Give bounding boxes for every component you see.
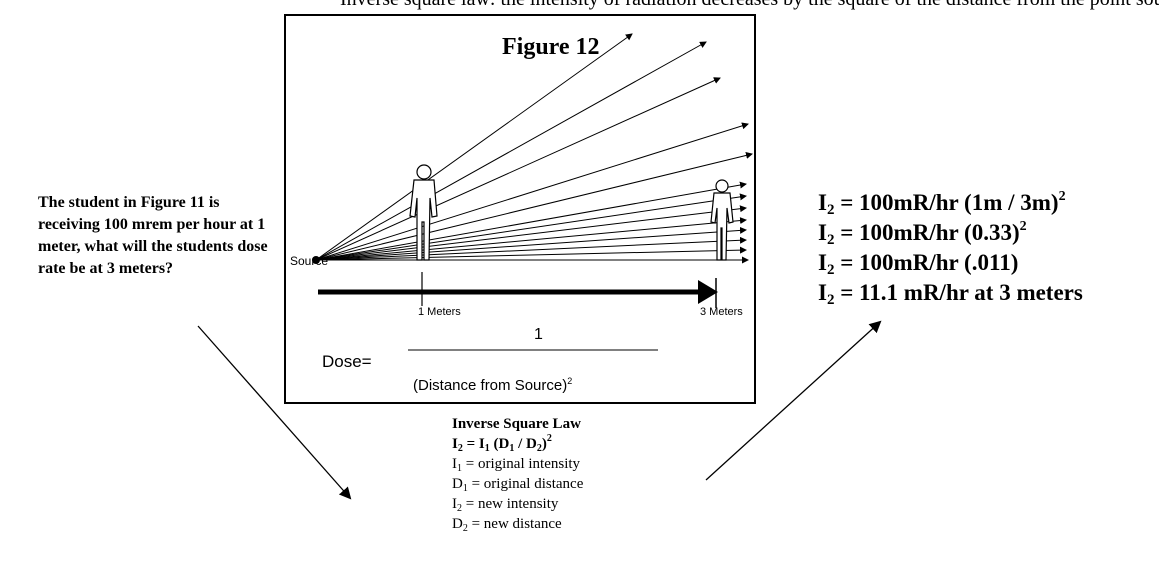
student-near-figure (409, 164, 438, 261)
formula-part: I (478, 436, 485, 452)
definition-text: = new distance (467, 516, 562, 532)
dose-label: Dose= (322, 352, 372, 371)
source-dot (312, 256, 320, 264)
definition-subscript: 1 (457, 463, 462, 474)
distance-arrowhead (698, 280, 718, 304)
calc-line: I2 = 100mR/hr (0.33)2 (818, 218, 1158, 248)
definition-symbol: D (452, 476, 463, 492)
definition-symbol: I (452, 496, 457, 512)
calc-symbol: I (818, 250, 827, 275)
calc-subscript: 2 (826, 262, 835, 278)
student-far-figure (710, 179, 734, 261)
definition-subscript: 2 (462, 523, 468, 534)
formula-part: = (462, 436, 479, 452)
calc-subscript: 2 (826, 232, 835, 248)
dose-numerator: 1 (534, 326, 543, 343)
calc-line: I2 = 11.1 mR/hr at 3 meters (818, 278, 1158, 308)
arrow-question-to-law (197, 325, 352, 500)
formula-part: ( (489, 436, 499, 452)
figure-12-drawing (312, 33, 753, 351)
distance-1-label: 1 Meters (418, 306, 461, 318)
law-definition: I2 = new intensity (452, 494, 732, 514)
calc-symbol: I (818, 190, 827, 215)
law-title: Inverse Square Law (452, 416, 581, 432)
calc-expression: = 11.1 mR/hr at 3 meters (834, 280, 1083, 305)
dose-denominator: (Distance from Source)2 (413, 376, 572, 394)
calc-subscript: 2 (826, 202, 835, 218)
calc-symbol: I (818, 220, 827, 245)
formula-part: ) (541, 436, 547, 452)
calc-subscript: 2 (826, 292, 835, 308)
top-caption: Inverse square law: the intensity of rad… (340, 0, 1159, 10)
distance-3-label: 3 Meters (700, 306, 743, 318)
calc-line: I2 = 100mR/hr (1m / 3m)2 (818, 188, 1158, 218)
calc-exponent: 2 (1058, 189, 1066, 204)
calc-expression: = 100mR/hr (0.33) (834, 220, 1020, 245)
definition-text: = original distance (467, 476, 584, 492)
formula-part: 1 (509, 443, 515, 454)
law-formula: I2 = I1 (D1 / D2)2 (452, 434, 732, 454)
figure-title: Figure 12 (502, 34, 600, 60)
formula-part: 2 (457, 443, 463, 454)
calc-line: I2 = 100mR/hr (.011) (818, 248, 1158, 278)
definition-subscript: 1 (462, 483, 468, 494)
inverse-square-law-block: Inverse Square Law I2 = I1 (D1 / D2)2 I1… (452, 414, 732, 534)
figure-12-panel (284, 14, 756, 404)
formula-part: 2 (546, 433, 552, 444)
source-label: Source (290, 254, 329, 268)
formula-part: D (526, 436, 537, 452)
arrow-law-to-calculation (705, 320, 882, 481)
law-definition: I1 = original intensity (452, 454, 732, 474)
question-text: The student in Figure 11 is receiving 10… (38, 194, 268, 277)
definition-text: = new intensity (462, 496, 559, 512)
formula-part: 1 (484, 443, 490, 454)
dose-denominator-text: (Distance from Source) (413, 377, 568, 394)
definition-symbol: I (452, 456, 457, 472)
calc-expression: = 100mR/hr (1m / 3m) (834, 190, 1059, 215)
formula-part: D (498, 436, 510, 452)
calc-symbol: I (818, 280, 827, 305)
formula-part: 2 (536, 443, 542, 454)
calc-expression: = 100mR/hr (.011) (834, 250, 1019, 275)
definition-subscript: 2 (457, 503, 462, 514)
definition-text: = original intensity (462, 456, 581, 472)
calc-exponent: 2 (1019, 219, 1027, 234)
formula-part: I (452, 436, 458, 452)
law-definition: D1 = original distance (452, 474, 732, 494)
law-definition: D2 = new distance (452, 514, 732, 534)
radiation-rays (315, 33, 753, 264)
dose-denominator-exponent: 2 (567, 376, 573, 386)
formula-part: / (514, 436, 527, 452)
definition-symbol: D (452, 516, 463, 532)
calculation-block: I2 = 100mR/hr (1m / 3m)2 I2 = 100mR/hr (… (818, 188, 1158, 308)
